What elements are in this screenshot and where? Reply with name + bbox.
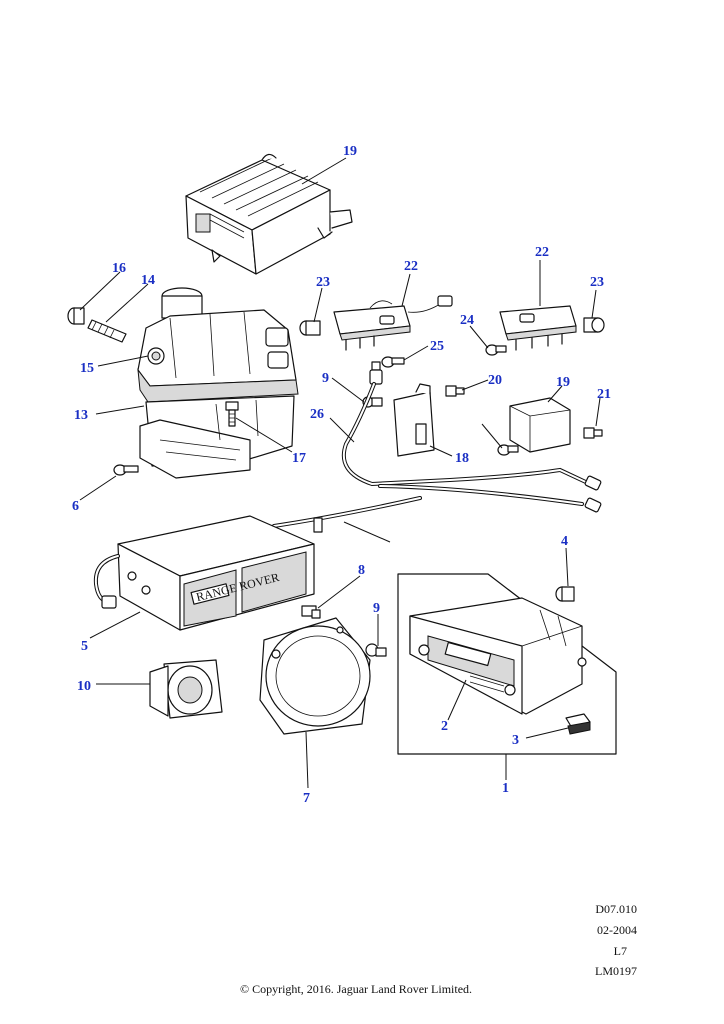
ref-date: 02-2004 <box>597 923 637 937</box>
callout-20: 22 <box>535 245 549 260</box>
part-12-stud <box>87 319 127 343</box>
callout-22-left: 23 <box>316 275 330 290</box>
callout-6: 6 <box>72 499 79 514</box>
part-20-module <box>499 305 577 351</box>
ref-illustration: LM0197 <box>595 964 637 978</box>
part-3-fuse-holder <box>565 713 591 735</box>
callout-9-upper: 9 <box>322 371 329 386</box>
callout-19-right: 21 <box>597 387 611 402</box>
part-23-screws <box>381 344 507 368</box>
part-9-connector <box>362 361 383 408</box>
callout-9-lower: 9 <box>373 601 380 616</box>
ref-section: D07.010 <box>595 902 637 916</box>
callout-23-right: 24 <box>460 313 474 328</box>
part-11-unit <box>137 287 299 479</box>
callout-13: 15 <box>80 361 94 376</box>
callout-1: 1 <box>502 781 509 796</box>
copyright-text: © Copyright, 2016. Jaguar Land Rover Lim… <box>240 982 472 996</box>
part-7-speaker <box>259 617 371 735</box>
callout-12: 14 <box>141 273 155 288</box>
part-25-cable <box>272 496 422 533</box>
callout-17: 19 <box>556 375 570 390</box>
part-19-clips <box>445 385 603 439</box>
part-6-screw <box>113 464 139 476</box>
part-22-cap-left <box>299 320 321 336</box>
callout-21: 22 <box>404 259 418 274</box>
part-5-cd-changer: RANGE ROVER <box>93 515 315 631</box>
part-13-plug <box>147 347 165 365</box>
part-2-radio <box>409 597 587 715</box>
part-16-module <box>393 383 435 457</box>
part-24-cable <box>341 382 602 513</box>
part-22-cap-right <box>583 317 605 333</box>
callout-11: 13 <box>74 408 88 423</box>
callout-23-left: 25 <box>430 339 444 354</box>
callout-3: 3 <box>512 733 519 748</box>
reference-block: D07.010 02-2004 L7 LM0197 <box>595 902 637 978</box>
callout-8: 8 <box>358 563 365 578</box>
callout-24: 26 <box>310 407 324 422</box>
callout-15: 17 <box>292 451 306 466</box>
part-15-bolt <box>225 401 239 427</box>
callout-2: 2 <box>441 719 448 734</box>
part-8-clip <box>301 605 321 619</box>
callout-7: 7 <box>303 791 310 806</box>
part-14-nut <box>67 307 85 325</box>
part-21-module <box>333 295 453 351</box>
part-1-kit-frame <box>397 573 617 755</box>
part-17-module <box>509 397 571 453</box>
callout-16: 18 <box>455 451 469 466</box>
callout-19-left: 20 <box>488 373 502 388</box>
leader-lines <box>79 157 601 789</box>
callout-10: 10 <box>77 679 91 694</box>
part-10-speaker <box>149 659 223 719</box>
callout-14: 16 <box>112 261 126 276</box>
callout-4: 4 <box>561 534 568 549</box>
callout-labels: 19 22 22 23 23 24 25 9 26 20 19 21 18 16… <box>72 144 611 806</box>
callout-22-right: 23 <box>590 275 604 290</box>
part-18-amplifier <box>185 153 353 275</box>
callout-18: 19 <box>343 144 357 159</box>
ref-level: L7 <box>614 944 627 958</box>
part-9-screw <box>365 643 387 657</box>
part-4-cap <box>555 586 575 602</box>
callout-5: 5 <box>81 639 88 654</box>
